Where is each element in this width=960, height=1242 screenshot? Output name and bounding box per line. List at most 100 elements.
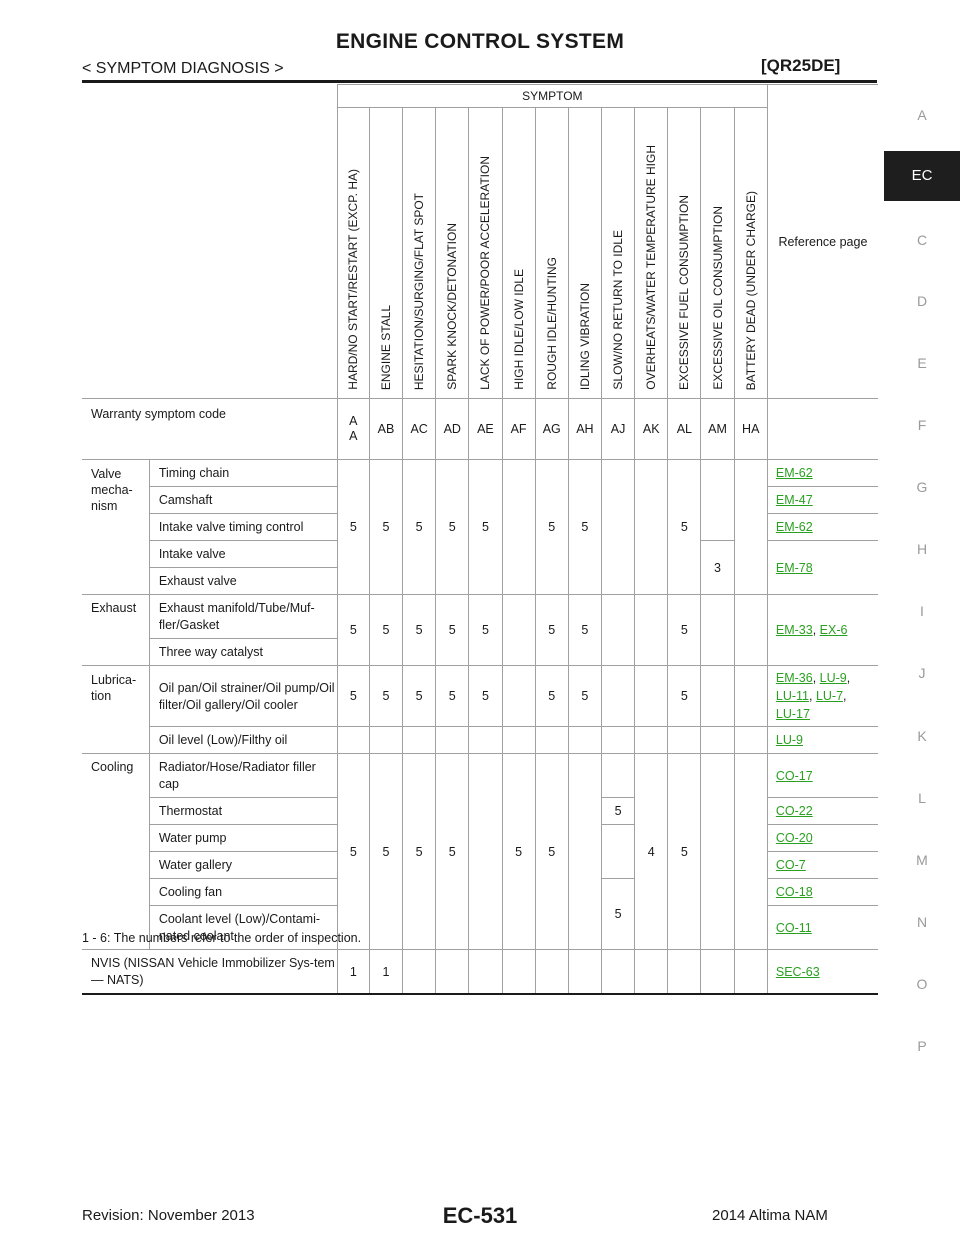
value-cell (700, 949, 735, 995)
value-cell (501, 949, 536, 995)
warranty-code: AD (435, 398, 470, 460)
value-cell (700, 459, 735, 541)
blank-header (82, 84, 338, 399)
value-cell (733, 753, 768, 950)
tab-j[interactable]: J (918, 665, 926, 681)
warranty-code: A A (336, 398, 370, 460)
value-cell (700, 665, 735, 727)
warranty-code: AC (402, 398, 437, 460)
value-cell (700, 726, 735, 754)
tab-p[interactable]: P (917, 1038, 927, 1054)
reference-cell: CO-20 (766, 824, 878, 852)
symptom-name: OVERHEATS/WATER TEMPERATURE HIGH (634, 107, 669, 399)
warranty-code: AB (368, 398, 404, 460)
value-cell (468, 726, 503, 754)
cause-cell: Camshaft (148, 486, 338, 514)
symptom-name: SLOW/NO RETURN TO IDLE (600, 107, 636, 399)
table-row: Coolant level (Low)/Contami-nated coolan… (82, 905, 878, 950)
warranty-code: AH (567, 398, 602, 460)
table-row: Cooling fan 5 CO-18 (82, 878, 878, 950)
value-cell: 5 (534, 594, 569, 666)
value-cell (634, 459, 669, 595)
tab-f[interactable]: F (917, 417, 927, 433)
table-row: Oil level (Low)/Filthy oil LU-9 (82, 726, 878, 754)
value-cell (733, 726, 768, 754)
value-cell (600, 665, 636, 727)
reference-cell: CO-22 (766, 797, 878, 825)
reference-link[interactable]: LU-9 (819, 671, 847, 685)
tab-n[interactable]: N (916, 914, 928, 930)
reference-link[interactable]: CO-18 (775, 885, 813, 899)
symptom-name: ROUGH IDLE/HUNTING (534, 107, 569, 399)
reference-link[interactable]: EM-36 (775, 671, 813, 685)
reference-link[interactable]: EM-62 (775, 520, 813, 534)
reference-link[interactable]: LU-17 (775, 707, 810, 721)
value-cell (733, 594, 768, 666)
reference-link[interactable]: EX-6 (819, 623, 848, 637)
tab-k[interactable]: K (917, 728, 927, 744)
value-cell: 4 (634, 753, 669, 950)
reference-link[interactable]: EM-47 (775, 493, 813, 507)
tab-h[interactable]: H (916, 541, 928, 557)
value-cell (501, 459, 536, 595)
tab-d[interactable]: D (916, 293, 928, 309)
reference-link[interactable]: CO-7 (775, 858, 806, 872)
value-cell: 5 (567, 459, 602, 595)
reference-link[interactable]: CO-11 (775, 920, 812, 935)
tab-a[interactable]: A (917, 107, 927, 123)
cause-cell: Oil pan/Oil strainer/Oil pump/Oil filter… (148, 665, 338, 727)
value-cell: 1 (368, 949, 404, 995)
reference-link[interactable]: EM-62 (775, 466, 813, 480)
reference-link[interactable]: SEC-63 (775, 964, 820, 979)
tab-l[interactable]: L (918, 790, 926, 806)
symptom-name: HIGH IDLE/LOW IDLE (501, 107, 536, 399)
reference-cell: SEC-63 (766, 949, 878, 995)
value-cell (634, 726, 669, 754)
value-cell: 5 (567, 665, 602, 727)
value-cell: 1 (336, 949, 370, 995)
header-rule (82, 80, 877, 83)
cause-cell: NVIS (NISSAN Vehicle Immobilizer Sys-tem… (82, 949, 338, 995)
cause-cell: Cooling fan (148, 878, 338, 906)
reference-link[interactable]: CO-22 (775, 804, 813, 818)
footnote: 1 - 6: The numbers refer to the order of… (82, 931, 362, 945)
value-cell: 5 (534, 665, 569, 727)
tab-i[interactable]: I (920, 603, 924, 619)
reference-link[interactable]: CO-20 (775, 831, 813, 845)
tab-ec[interactable]: EC (884, 151, 960, 201)
tab-c[interactable]: C (916, 232, 928, 248)
value-cell: 5 (468, 594, 503, 666)
value-cell: 5 (667, 753, 702, 950)
value-cell: 5 (435, 665, 470, 727)
warranty-code: AG (534, 398, 569, 460)
symptom-name: LACK OF POWER/POOR ACCELERATION (468, 107, 503, 399)
reference-link[interactable]: LU-9 (775, 733, 803, 747)
value-cell (435, 726, 470, 754)
reference-cell: EM-47 (766, 486, 878, 514)
value-cell (600, 949, 636, 995)
reference-link[interactable]: CO-17 (775, 768, 813, 783)
value-cell: 5 (336, 665, 370, 727)
tab-g[interactable]: G (916, 479, 928, 495)
blank-cell (766, 398, 878, 460)
reference-link[interactable]: EM-78 (775, 560, 813, 575)
tab-o[interactable]: O (916, 976, 928, 992)
warranty-code: AJ (600, 398, 636, 460)
tab-m[interactable]: M (916, 852, 928, 868)
value-cell: 5 (600, 797, 636, 825)
cause-cell: Coolant level (Low)/Contami-nated coolan… (148, 905, 338, 950)
cause-cell: Intake valve timing control (148, 513, 338, 541)
symptom-header: SYMPTOM (336, 84, 768, 108)
table-row: Valve mecha-nism Timing chain 5 5 5 5 5 … (82, 459, 878, 595)
reference-link[interactable]: LU-11 (775, 689, 809, 703)
symptom-name: EXCESSIVE OIL CONSUMPTION (700, 107, 735, 399)
reference-cell: LU-9 (766, 726, 878, 754)
value-cell (501, 726, 536, 754)
reference-link[interactable]: EM-33 (775, 623, 813, 637)
reference-link[interactable]: LU-7 (815, 689, 844, 703)
value-cell (600, 459, 636, 595)
table-row: Intake valve 3 EM-78 (82, 540, 878, 595)
value-cell: 5 (402, 459, 437, 595)
value-cell (468, 949, 503, 995)
tab-e[interactable]: E (917, 355, 927, 371)
